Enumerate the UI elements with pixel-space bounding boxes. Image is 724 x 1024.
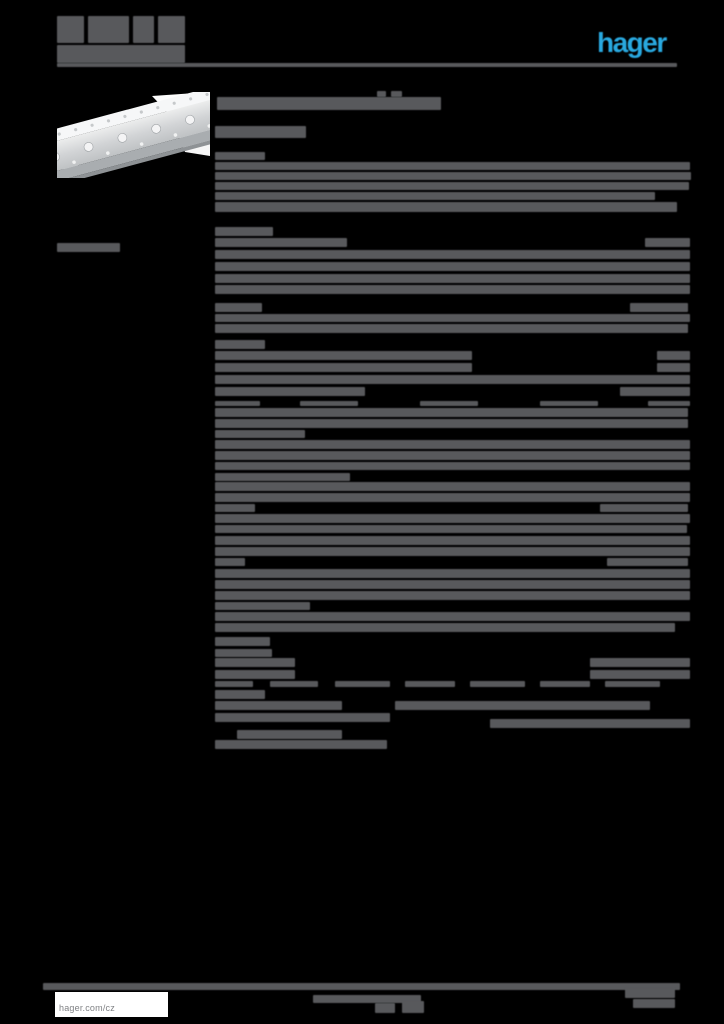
- redacted-text-bar: [215, 649, 272, 657]
- redacted-text-bar: [215, 493, 690, 502]
- redacted-text-bar: [391, 91, 402, 97]
- redacted-text-bar: [215, 558, 245, 566]
- redacted-text-bar: [158, 16, 185, 43]
- heading-bar: [215, 637, 270, 646]
- footer-rule: [43, 983, 680, 990]
- redacted-text-bar: [395, 701, 650, 710]
- redacted-text-bar: [215, 430, 305, 438]
- heading-bar: [215, 227, 273, 236]
- redacted-text-bar: [215, 351, 472, 360]
- product-photo: [57, 92, 210, 178]
- heading-bar: [215, 690, 265, 699]
- redacted-text-bar: [237, 730, 342, 739]
- redacted-text-bar: [215, 375, 690, 384]
- redacted-text-bar: [540, 401, 598, 406]
- redacted-text-bar: [215, 482, 690, 491]
- redacted-text-bar: [375, 1003, 395, 1013]
- redacted-text-bar: [625, 988, 675, 998]
- redacted-text-bar: [215, 262, 690, 271]
- redacted-text-bar: [402, 1001, 424, 1013]
- redacted-text-bar: [377, 91, 386, 97]
- redacted-text-bar: [590, 670, 690, 679]
- redacted-text-bar: [215, 612, 690, 621]
- title-bar: [217, 97, 441, 110]
- redacted-text-bar: [215, 419, 688, 428]
- redacted-text-bar: [57, 16, 84, 43]
- redacted-text-bar: [300, 401, 358, 406]
- redacted-text-bar: [215, 701, 342, 710]
- redacted-text-bar: [215, 681, 253, 687]
- redacted-text-bar: [313, 995, 421, 1003]
- redacted-text-bar: [605, 681, 660, 687]
- redacted-text-bar: [405, 681, 455, 687]
- redacted-text-bar: [215, 202, 677, 212]
- redacted-text-bar: [215, 580, 690, 589]
- redacted-text-bar: [215, 713, 390, 722]
- redacted-text-bar: [215, 324, 688, 333]
- redacted-text-bar: [215, 670, 295, 679]
- redacted-text-bar: [215, 172, 691, 180]
- header-rule: [57, 63, 677, 67]
- side-label-bar: [57, 243, 120, 252]
- redacted-text-bar: [215, 525, 687, 533]
- redacted-text-bar: [607, 558, 688, 566]
- redacted-text-bar: [215, 504, 255, 512]
- footer-website-box: hager.com/cz: [55, 992, 168, 1017]
- redacted-text-bar: [215, 192, 655, 200]
- redacted-text-bar: [215, 250, 690, 259]
- redacted-text-bar: [648, 401, 690, 406]
- redacted-text-bar: [215, 623, 675, 632]
- redacted-text-bar: [540, 681, 590, 687]
- redacted-text-bar: [657, 363, 690, 372]
- redacted-text-bar: [215, 401, 260, 406]
- redacted-text-bar: [215, 658, 295, 667]
- redacted-text-bar: [633, 999, 675, 1008]
- redacted-text-bar: [335, 681, 390, 687]
- redacted-text-bar: [215, 602, 310, 610]
- redacted-text-bar: [215, 162, 690, 170]
- redacted-text-bar: [215, 451, 690, 460]
- redacted-text-bar: [215, 238, 347, 247]
- heading-bar: [215, 303, 262, 312]
- redacted-text-bar: [215, 285, 690, 294]
- redacted-text-bar: [590, 658, 690, 667]
- redacted-text-bar: [420, 401, 478, 406]
- redacted-text-bar: [215, 314, 690, 322]
- redacted-text-bar: [657, 351, 690, 360]
- redacted-text-bar: [215, 514, 690, 523]
- redacted-text-bar: [215, 408, 688, 417]
- redacted-text-bar: [215, 363, 472, 372]
- rail-shape: [57, 92, 210, 178]
- redacted-text-bar: [470, 681, 525, 687]
- redacted-text-bar: [215, 182, 689, 190]
- redacted-text-bar: [620, 387, 690, 396]
- heading-bar: [215, 340, 265, 349]
- redacted-text-bar: [215, 569, 690, 578]
- redacted-text-bar: [133, 16, 154, 43]
- redacted-text-bar: [630, 303, 688, 312]
- redacted-text-bar: [57, 45, 185, 63]
- redacted-text-bar: [88, 16, 129, 43]
- subtitle-bar: [215, 126, 306, 138]
- redacted-text-bar: [215, 387, 365, 396]
- redacted-text-bar: [270, 681, 318, 687]
- hager-logo: hager: [597, 27, 667, 58]
- redacted-text-bar: [215, 591, 690, 600]
- redacted-text-bar: [215, 547, 690, 556]
- redacted-text-bar: [645, 238, 690, 247]
- heading-bar: [215, 152, 265, 160]
- footer-website-link[interactable]: hager.com/cz: [59, 1003, 115, 1013]
- redacted-text-bar: [215, 536, 690, 545]
- redacted-text-bar: [215, 440, 690, 449]
- redacted-text-bar: [215, 462, 690, 470]
- redacted-text-bar: [215, 274, 690, 283]
- redacted-text-bar: [490, 719, 690, 728]
- redacted-text-bar: [215, 740, 387, 749]
- redacted-text-bar: [600, 504, 688, 512]
- redacted-text-bar: [215, 473, 350, 481]
